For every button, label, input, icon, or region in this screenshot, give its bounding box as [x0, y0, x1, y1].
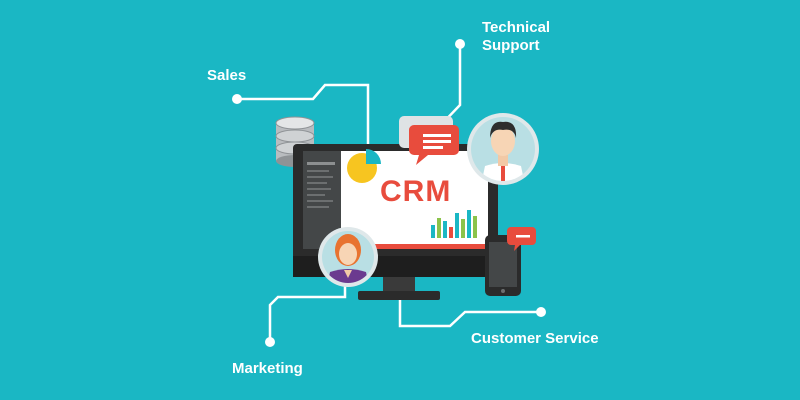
screen-red-bar: [341, 244, 488, 249]
marketing-connector: [268, 283, 347, 342]
sales-connector: [237, 83, 370, 144]
marketing-label: Marketing: [232, 360, 303, 377]
monitor-base: [358, 291, 440, 300]
crm-title: CRM: [380, 175, 452, 208]
bar-chart-icon: [431, 210, 477, 238]
man-avatar-icon: [467, 113, 539, 185]
customer-service-dot: [536, 307, 546, 317]
speech-bubble-icon: [399, 116, 459, 165]
technical-support-label-line1: Technical: [482, 19, 551, 36]
marketing-dot: [265, 337, 275, 347]
technical-support-label: Technical Support: [482, 19, 550, 55]
sales-label: Sales: [207, 67, 247, 84]
smartphone-icon: [485, 227, 536, 296]
woman-avatar-icon: [318, 227, 378, 287]
technical-support-connector: [437, 44, 462, 129]
customer-service-connector: [398, 300, 540, 328]
technical-support-dot: [455, 39, 465, 49]
technical-support-label-line2: Support: [482, 37, 540, 54]
sales-dot: [232, 94, 242, 104]
connector-dots: [232, 39, 546, 347]
customer-service-label: Customer Service: [471, 330, 599, 347]
pie-chart-icon: [347, 149, 381, 183]
monitor-neck: [383, 277, 415, 291]
